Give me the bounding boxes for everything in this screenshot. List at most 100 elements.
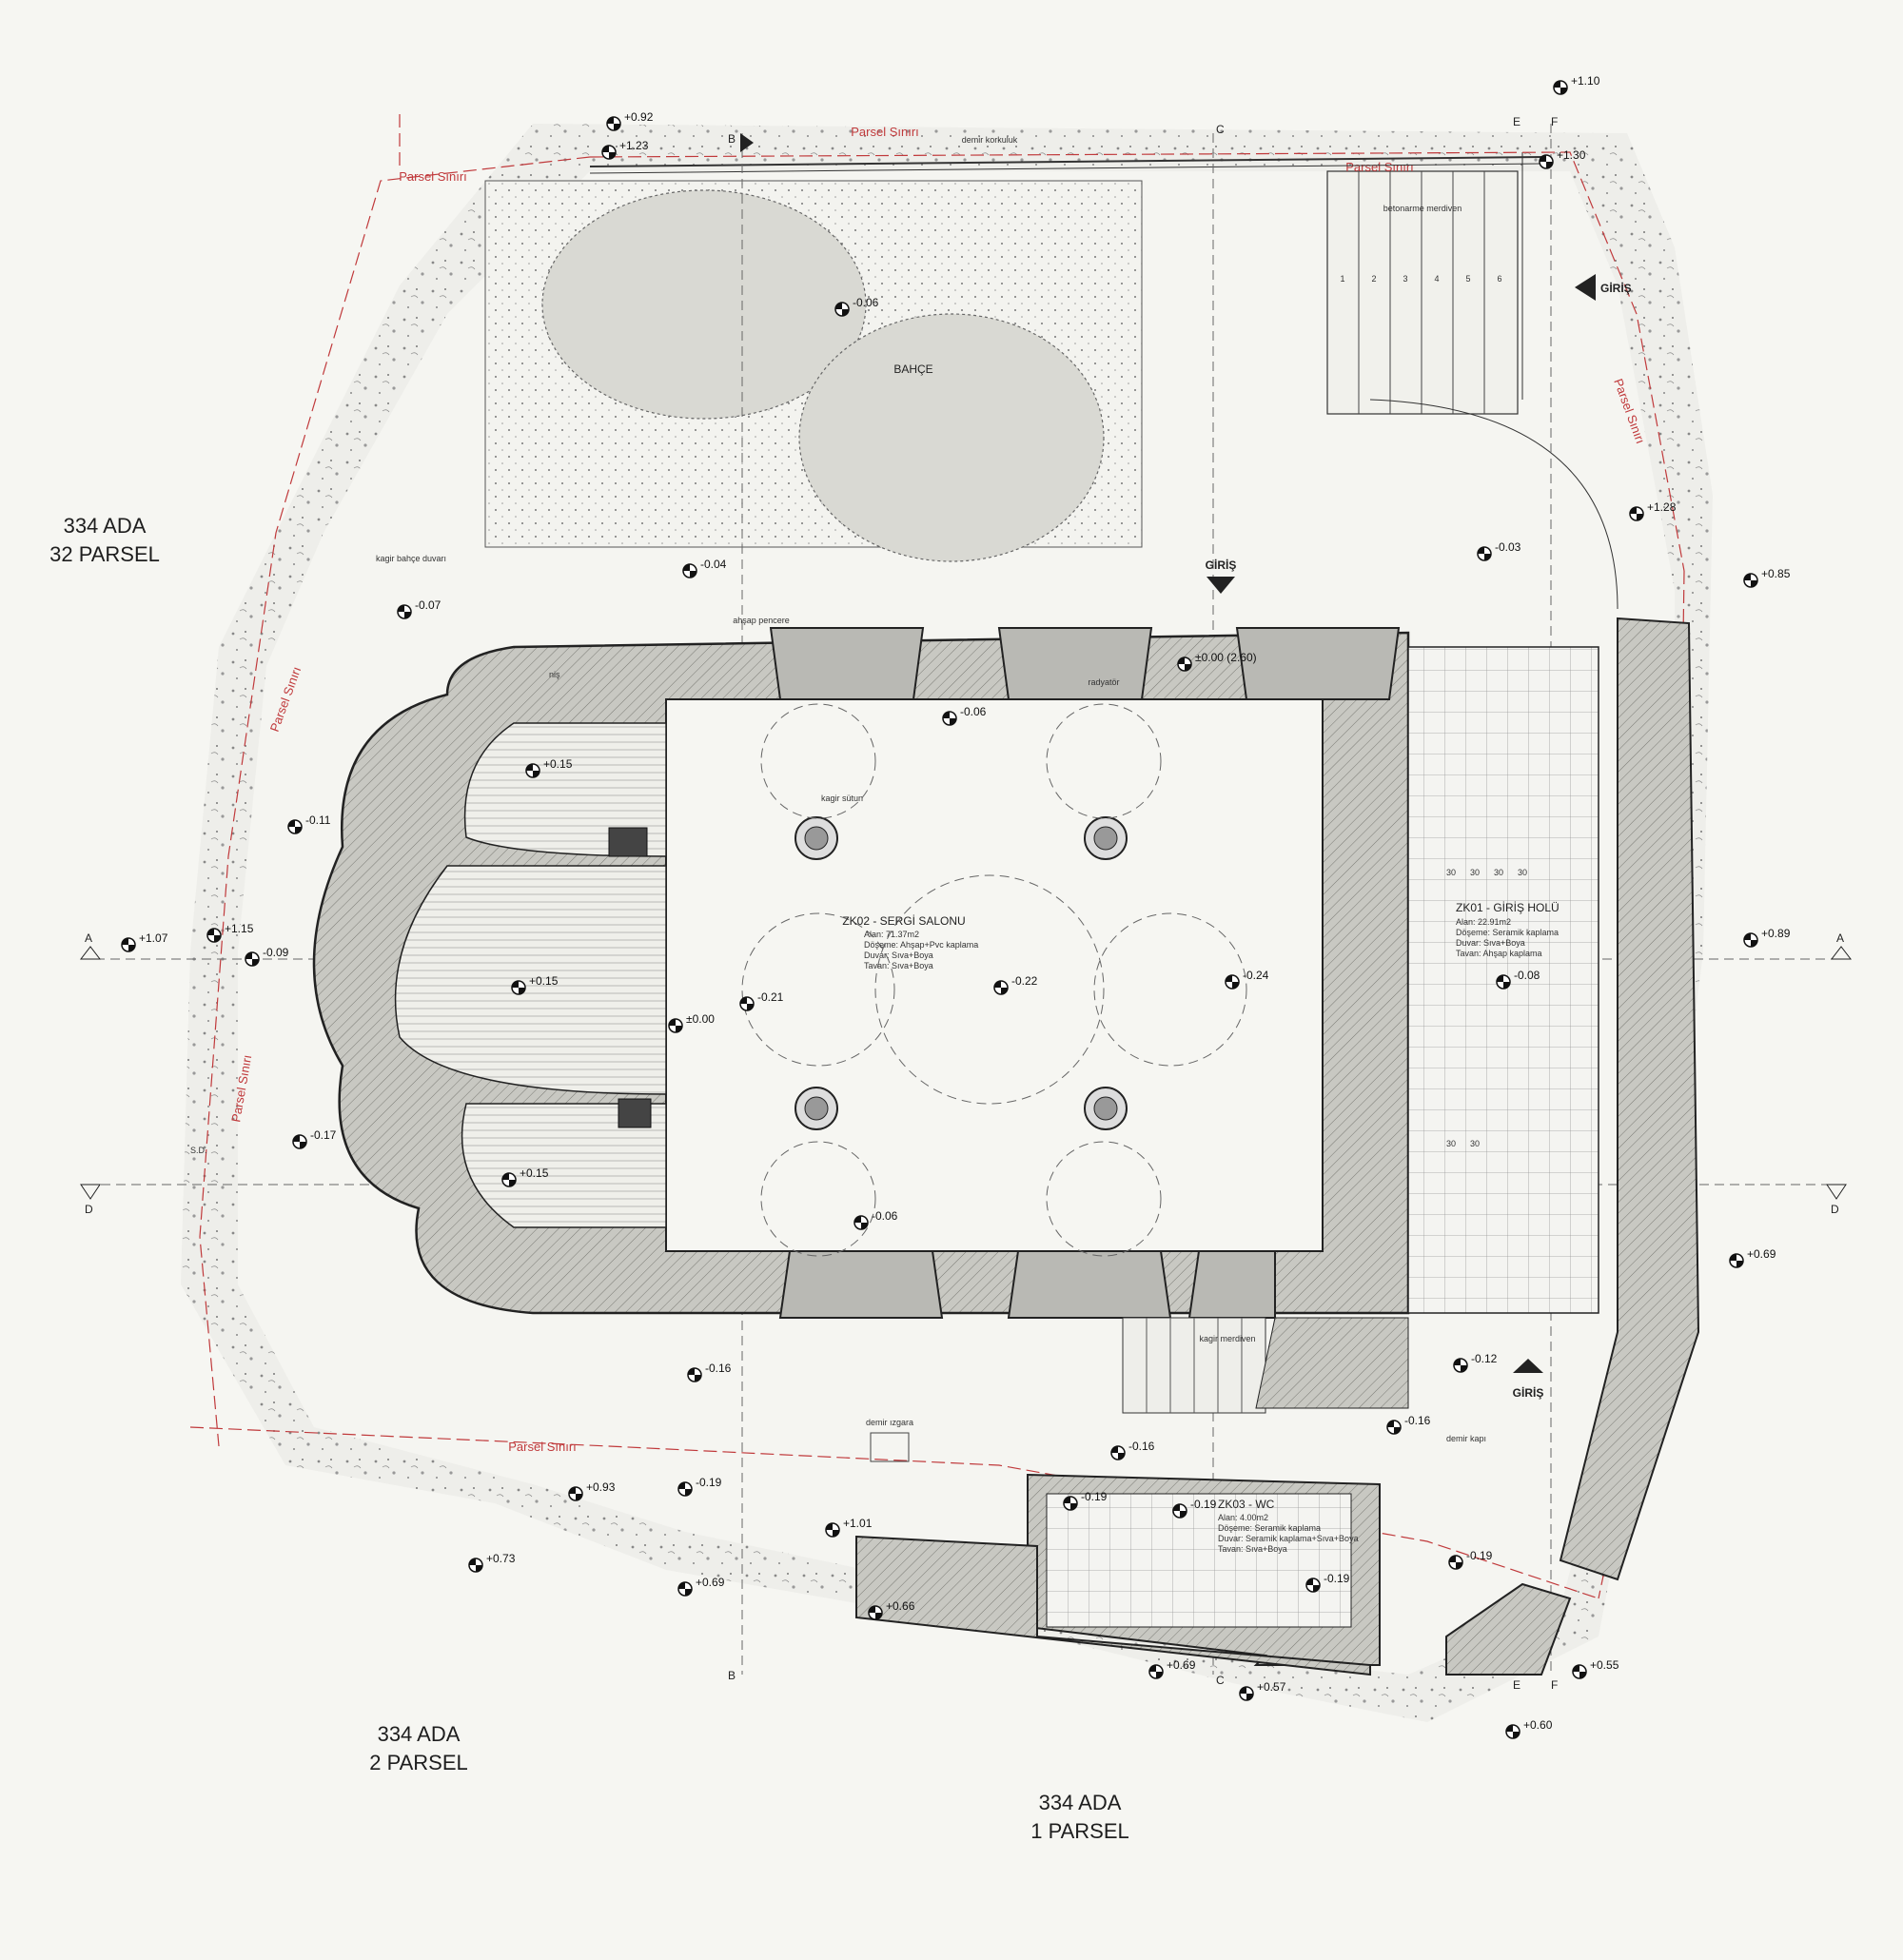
level-marker: -0.12 — [1453, 1352, 1498, 1373]
level-marker: -0.16 — [1386, 1414, 1431, 1435]
level-value: +0.57 — [1257, 1680, 1286, 1694]
entry-label: GİRİŞ — [1513, 1385, 1544, 1400]
tree-canopy-left — [541, 189, 1105, 562]
level-value: -0.12 — [1471, 1352, 1498, 1365]
level-value: -0.03 — [1495, 540, 1521, 554]
level-marker: +0.15 — [511, 974, 559, 995]
tile-dimension: 30 — [1494, 868, 1503, 877]
level-marker: -0.16 — [1110, 1440, 1155, 1460]
level-marker: +1.28 — [1629, 500, 1677, 521]
section-marker-icon — [740, 133, 754, 152]
room-wall: Duvar: Sıva+Boya — [1456, 938, 1525, 948]
entry-arrow-icon — [1207, 577, 1235, 594]
section-marker-label: E — [1513, 115, 1520, 128]
tile-dimension: 30 — [1446, 1139, 1456, 1148]
entry-bottom: GİRİŞ — [1513, 1359, 1544, 1400]
section-marker-icon — [80, 1184, 101, 1200]
level-value: +0.69 — [696, 1576, 725, 1589]
section-marker-label: A — [1836, 931, 1844, 945]
level-marker: -0.07 — [397, 598, 441, 619]
entry-arrow-icon — [1575, 274, 1596, 301]
level-value: +0.60 — [1523, 1718, 1553, 1732]
stair-number: 5 — [1465, 274, 1470, 284]
room-area: Alan: 71.37m2 — [864, 930, 919, 939]
stair-number: 1 — [1340, 274, 1344, 284]
level-value: -0.19 — [696, 1476, 722, 1489]
level-marker: +0.69 — [1729, 1247, 1776, 1268]
level-value: -0.08 — [1514, 969, 1540, 982]
room-title: ZK01 - GİRİŞ HOLÜ — [1456, 901, 1560, 914]
level-marker: -0.06 — [834, 296, 879, 317]
room-zk02: ZK02 - SERGİ SALONU Alan: 71.37m2 Döşeme… — [842, 914, 978, 970]
level-marker: +0.73 — [468, 1552, 516, 1573]
level-value: -0.09 — [263, 946, 289, 959]
stair-number: 4 — [1434, 274, 1439, 284]
section-marker-label: F — [1551, 1678, 1558, 1692]
level-value: +0.69 — [1167, 1658, 1196, 1672]
level-value: -0.19 — [1466, 1549, 1493, 1562]
level-marker: -0.08 — [1496, 969, 1540, 990]
stair-number: 2 — [1371, 274, 1376, 284]
level-marker: +0.69 — [1148, 1658, 1196, 1679]
room-wall: Duvar: Sıva+Boya — [864, 951, 933, 960]
level-value: +1.07 — [139, 931, 168, 945]
tile-dimension: 30 — [1470, 1139, 1480, 1148]
lot-bottom-line2: 1 PARSEL — [1030, 1819, 1129, 1843]
parcel-label-bottom: Parsel Sınırı — [508, 1440, 577, 1454]
radiator-note: radyatör — [1088, 677, 1119, 687]
level-marker: -0.19 — [1448, 1549, 1493, 1570]
level-value: ±0.00 — [686, 1012, 715, 1026]
level-value: +1.01 — [843, 1517, 873, 1530]
level-marker: +0.15 — [525, 757, 573, 778]
room-area: Alan: 22.91m2 — [1456, 917, 1511, 927]
level-markers: +0.92+1.23+1.10+1.30-0.06+1.28-0.03+0.85… — [121, 74, 1791, 1739]
section-marker-icon — [79, 946, 102, 960]
level-marker: +0.15 — [501, 1166, 549, 1187]
section-marker-label: A — [85, 931, 92, 945]
section-marker-label: D — [85, 1203, 93, 1216]
level-value: +0.15 — [543, 757, 573, 771]
level-value: -0.16 — [1128, 1440, 1155, 1453]
lot-bottom-line1: 334 ADA — [1039, 1791, 1122, 1814]
level-value: -0.19 — [1324, 1572, 1350, 1585]
stair-number: 6 — [1497, 274, 1501, 284]
level-value: -0.16 — [705, 1362, 732, 1375]
level-marker: -0.21 — [739, 990, 784, 1011]
level-marker: +0.66 — [868, 1599, 915, 1620]
window-note: ahşap pencere — [733, 616, 790, 625]
level-value: +0.93 — [586, 1480, 616, 1494]
level-value: -0.21 — [757, 990, 784, 1004]
level-value: -0.24 — [1243, 969, 1269, 982]
level-value: -0.17 — [310, 1128, 337, 1142]
level-marker: +0.93 — [568, 1480, 616, 1501]
room-ceiling: Tavan: Sıva+Boya — [1218, 1544, 1287, 1554]
room-floor: Döşeme: Ahşap+Pvc kaplama — [864, 940, 978, 950]
level-marker: -0.17 — [292, 1128, 337, 1149]
church-building — [312, 617, 1700, 1581]
garden-wall-note: kagir bahçe duvarı — [376, 554, 446, 563]
level-value: +1.23 — [619, 139, 649, 152]
section-marker-label: F — [1551, 115, 1558, 128]
section-marker-icon — [1826, 1184, 1847, 1200]
lot-left-line1: 334 ADA — [64, 514, 147, 538]
section-marker-icon — [1830, 946, 1853, 960]
entry-label: GİRİŞ — [1206, 558, 1237, 572]
garden-fence-inner — [589, 163, 1542, 174]
room-floor: Döşeme: Seramik kaplama — [1456, 928, 1559, 937]
level-value: +1.15 — [225, 922, 254, 935]
level-marker: +1.23 — [601, 139, 649, 160]
section-markers: A A B B C C D D E F E F — [79, 115, 1853, 1692]
room-floor: Döşeme: Seramik kaplama — [1218, 1523, 1321, 1533]
section-marker-label: E — [1513, 1678, 1520, 1692]
level-marker: +0.57 — [1239, 1680, 1286, 1701]
level-value: +0.89 — [1761, 927, 1791, 940]
section-marker-label: B — [728, 132, 736, 146]
level-value: +0.15 — [520, 1166, 549, 1180]
level-value: -0.06 — [960, 705, 987, 718]
tile-dimension: 30 — [1446, 868, 1456, 877]
section-marker-label: C — [1216, 123, 1225, 136]
path-curve — [1369, 399, 1619, 610]
stairs-top-note: betonarme merdiven — [1383, 204, 1462, 213]
level-marker: -0.09 — [245, 946, 289, 967]
